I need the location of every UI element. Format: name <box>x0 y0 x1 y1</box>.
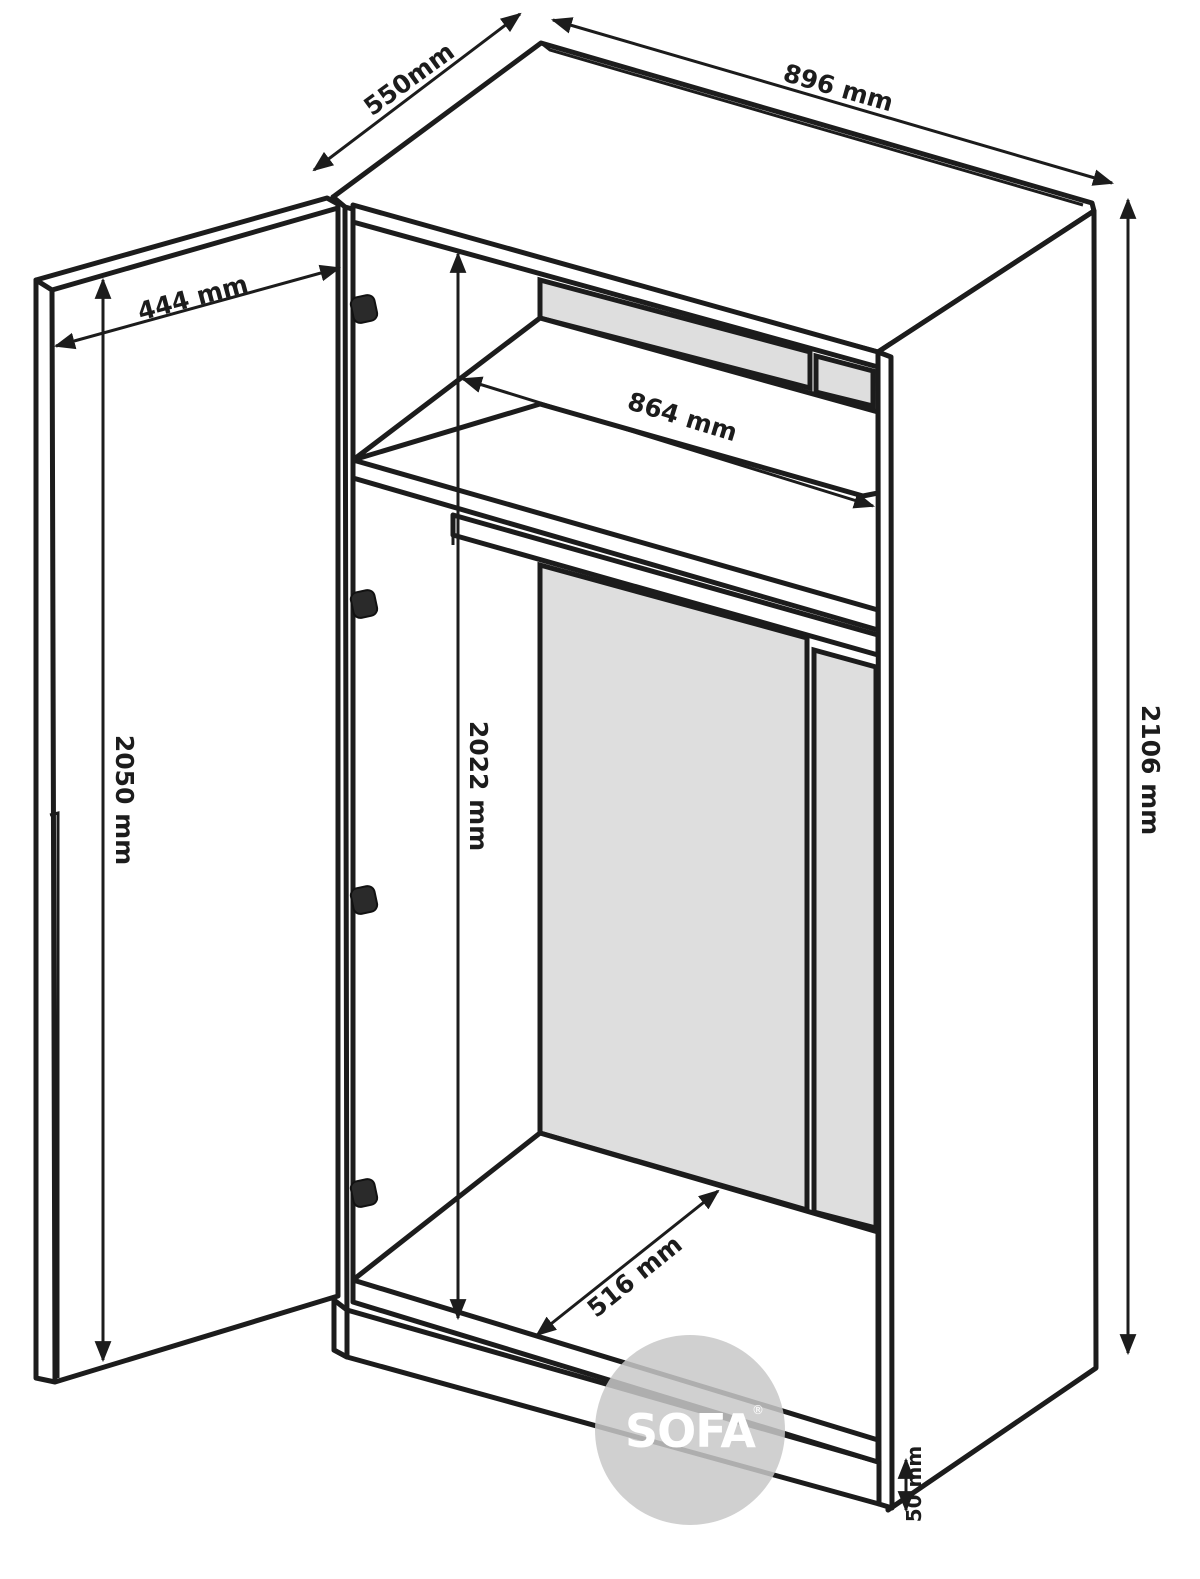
hinges <box>349 294 379 1208</box>
hinge-icon <box>349 885 379 915</box>
label-height: 2106 mm <box>1136 705 1165 835</box>
dim-line-inner-width <box>460 376 876 509</box>
label-width: 896 mm <box>780 58 897 117</box>
dim-line-width <box>550 17 1115 186</box>
door-handle-edge <box>49 811 60 1378</box>
dim-line-inner-depth <box>535 1189 720 1337</box>
hinge-icon <box>349 1178 379 1208</box>
hinge-icon <box>349 589 379 619</box>
watermark-trademark: ® <box>752 1403 764 1417</box>
door-panel <box>33 195 341 1385</box>
label-door-height: 2050 mm <box>110 735 139 865</box>
back-panel-lower <box>537 561 810 1214</box>
hinge-icon <box>349 294 379 324</box>
watermark-circle <box>595 1335 785 1525</box>
back-panel-lower-right <box>811 646 879 1232</box>
inner-top-rail <box>350 202 881 370</box>
label-depth: 550mm <box>358 37 459 122</box>
dim-line-depth <box>312 12 522 172</box>
open-door <box>33 195 341 1385</box>
sofa-watermark: SOFA ® <box>595 1335 785 1525</box>
cabinet-front-right-edge <box>875 349 895 1511</box>
cabinet-right-side <box>875 208 1099 1513</box>
watermark-logo-text: SOFA <box>625 1404 756 1458</box>
label-plinth-height: 50 mm <box>902 1446 926 1522</box>
label-inner-height: 2022 mm <box>464 721 493 851</box>
dimension-lines <box>53 12 1137 1513</box>
